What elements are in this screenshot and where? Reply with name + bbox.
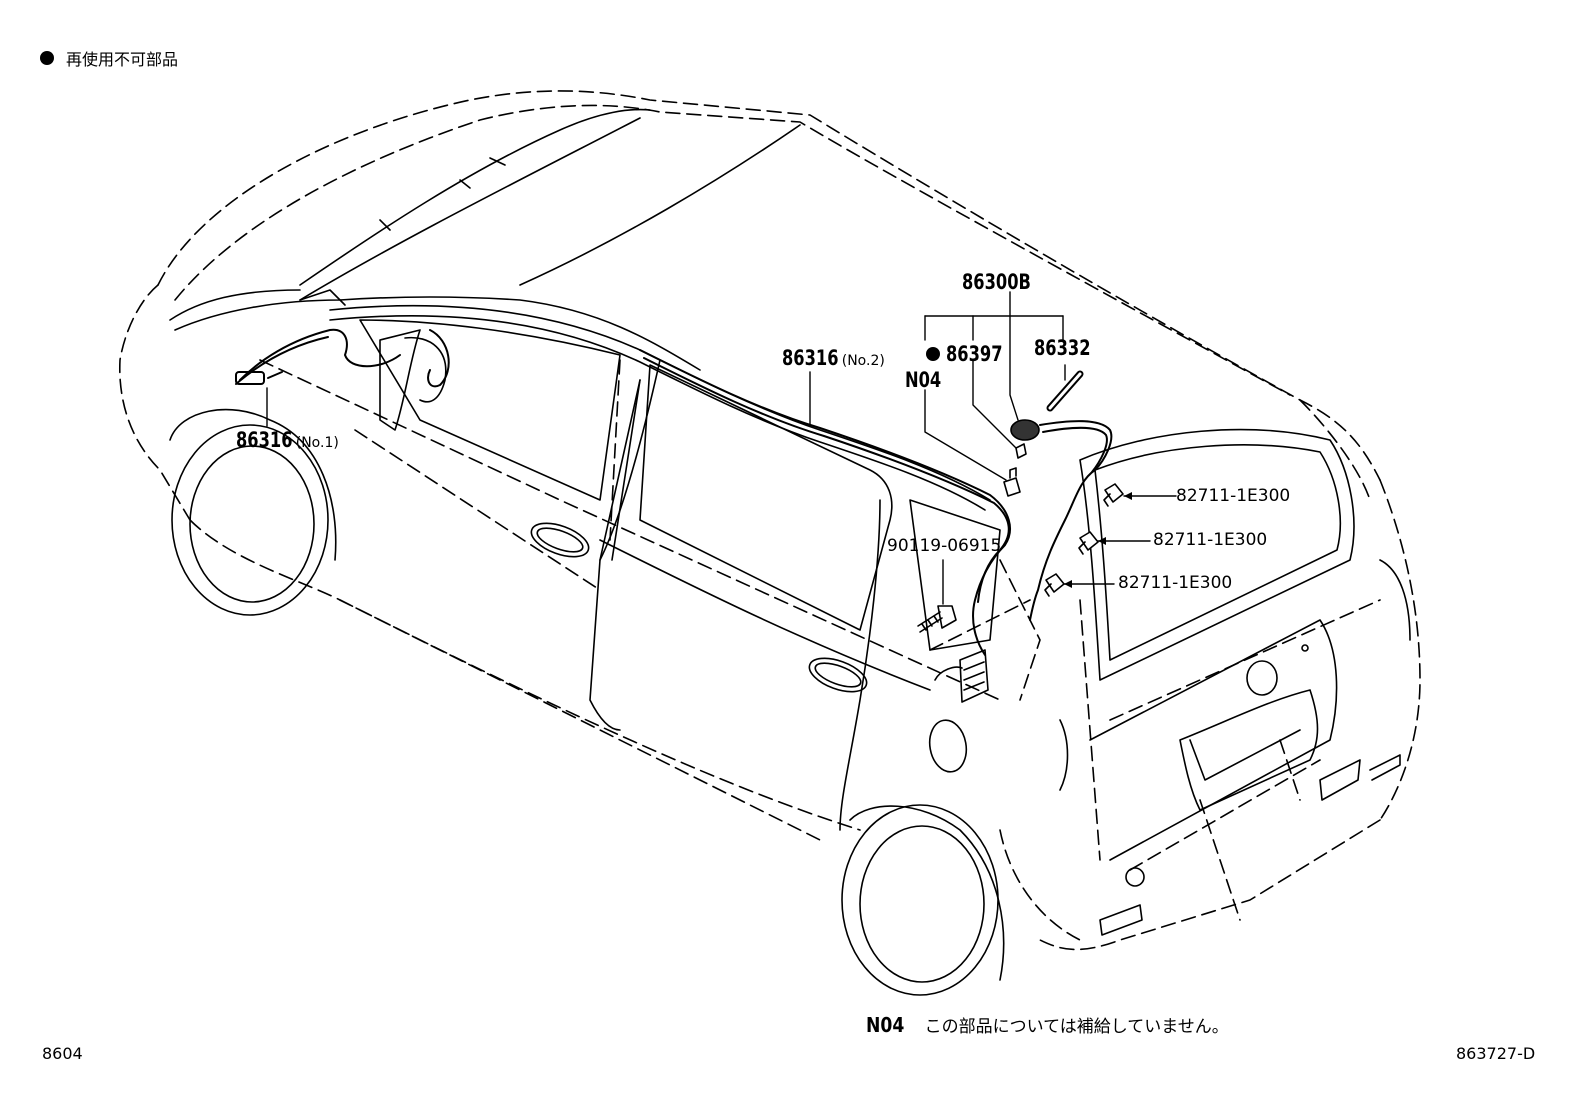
body-outline-dashed: [118, 90, 1421, 951]
part-number-86316-no2: 86316: [782, 346, 839, 370]
footnote: N04 この部品については補給していません。: [866, 1012, 1229, 1037]
non-reusable-marker-icon: [926, 347, 940, 361]
antenna-feeder-cable: [1029, 420, 1113, 621]
part-label-86332: 86332: [1034, 336, 1091, 360]
clip-part-3: [1044, 573, 1065, 597]
antenna-base-part: [1010, 419, 1040, 441]
antenna-rod-part: [1046, 370, 1084, 412]
part-number-86316-no1: 86316: [236, 428, 293, 452]
clip-part-1: [1103, 483, 1124, 507]
figure-code-right: 863727-D: [1456, 1044, 1536, 1063]
part-label-86300B: 86300B: [962, 270, 1031, 294]
non-reusable-marker-icon: [40, 51, 54, 65]
bolt-part: [917, 605, 957, 633]
leader-lines: [266, 291, 1177, 605]
part-label-clip-1: 82711-1E300: [1176, 486, 1291, 506]
part-sub-no1: (No.1): [295, 435, 339, 451]
connector-part: [934, 649, 989, 703]
antenna-cable-no1: [235, 328, 450, 388]
footnote-code: N04: [866, 1013, 905, 1037]
part-label-clip-2: 82711-1E300: [1153, 530, 1268, 550]
gasket-part: [1015, 443, 1027, 459]
legend-text: 再使用不可部品: [66, 50, 179, 69]
legend: 再使用不可部品: [40, 46, 178, 70]
part-number-86397: 86397: [946, 342, 1003, 366]
part-label-n04: N04: [905, 368, 942, 392]
stud-part: [1003, 467, 1021, 497]
part-label-86316-no2: 86316(No.2): [782, 346, 885, 370]
part-label-86316-no1: 86316(No.1): [236, 428, 339, 452]
footnote-text: この部品については補給していません。: [924, 1017, 1229, 1037]
part-label-90119: 90119-06915: [887, 536, 1002, 556]
clip-part-2: [1078, 531, 1099, 555]
part-sub-no2: (No.2): [841, 353, 885, 369]
body-outline-solid: [169, 108, 1411, 996]
part-label-86397: 86397: [926, 342, 1012, 366]
leader-arrowheads: [1064, 492, 1132, 588]
part-label-clip-3: 82711-1E300: [1118, 573, 1233, 593]
page-code-left: 8604: [42, 1044, 83, 1063]
antenna-cable-no2: [639, 349, 1011, 656]
